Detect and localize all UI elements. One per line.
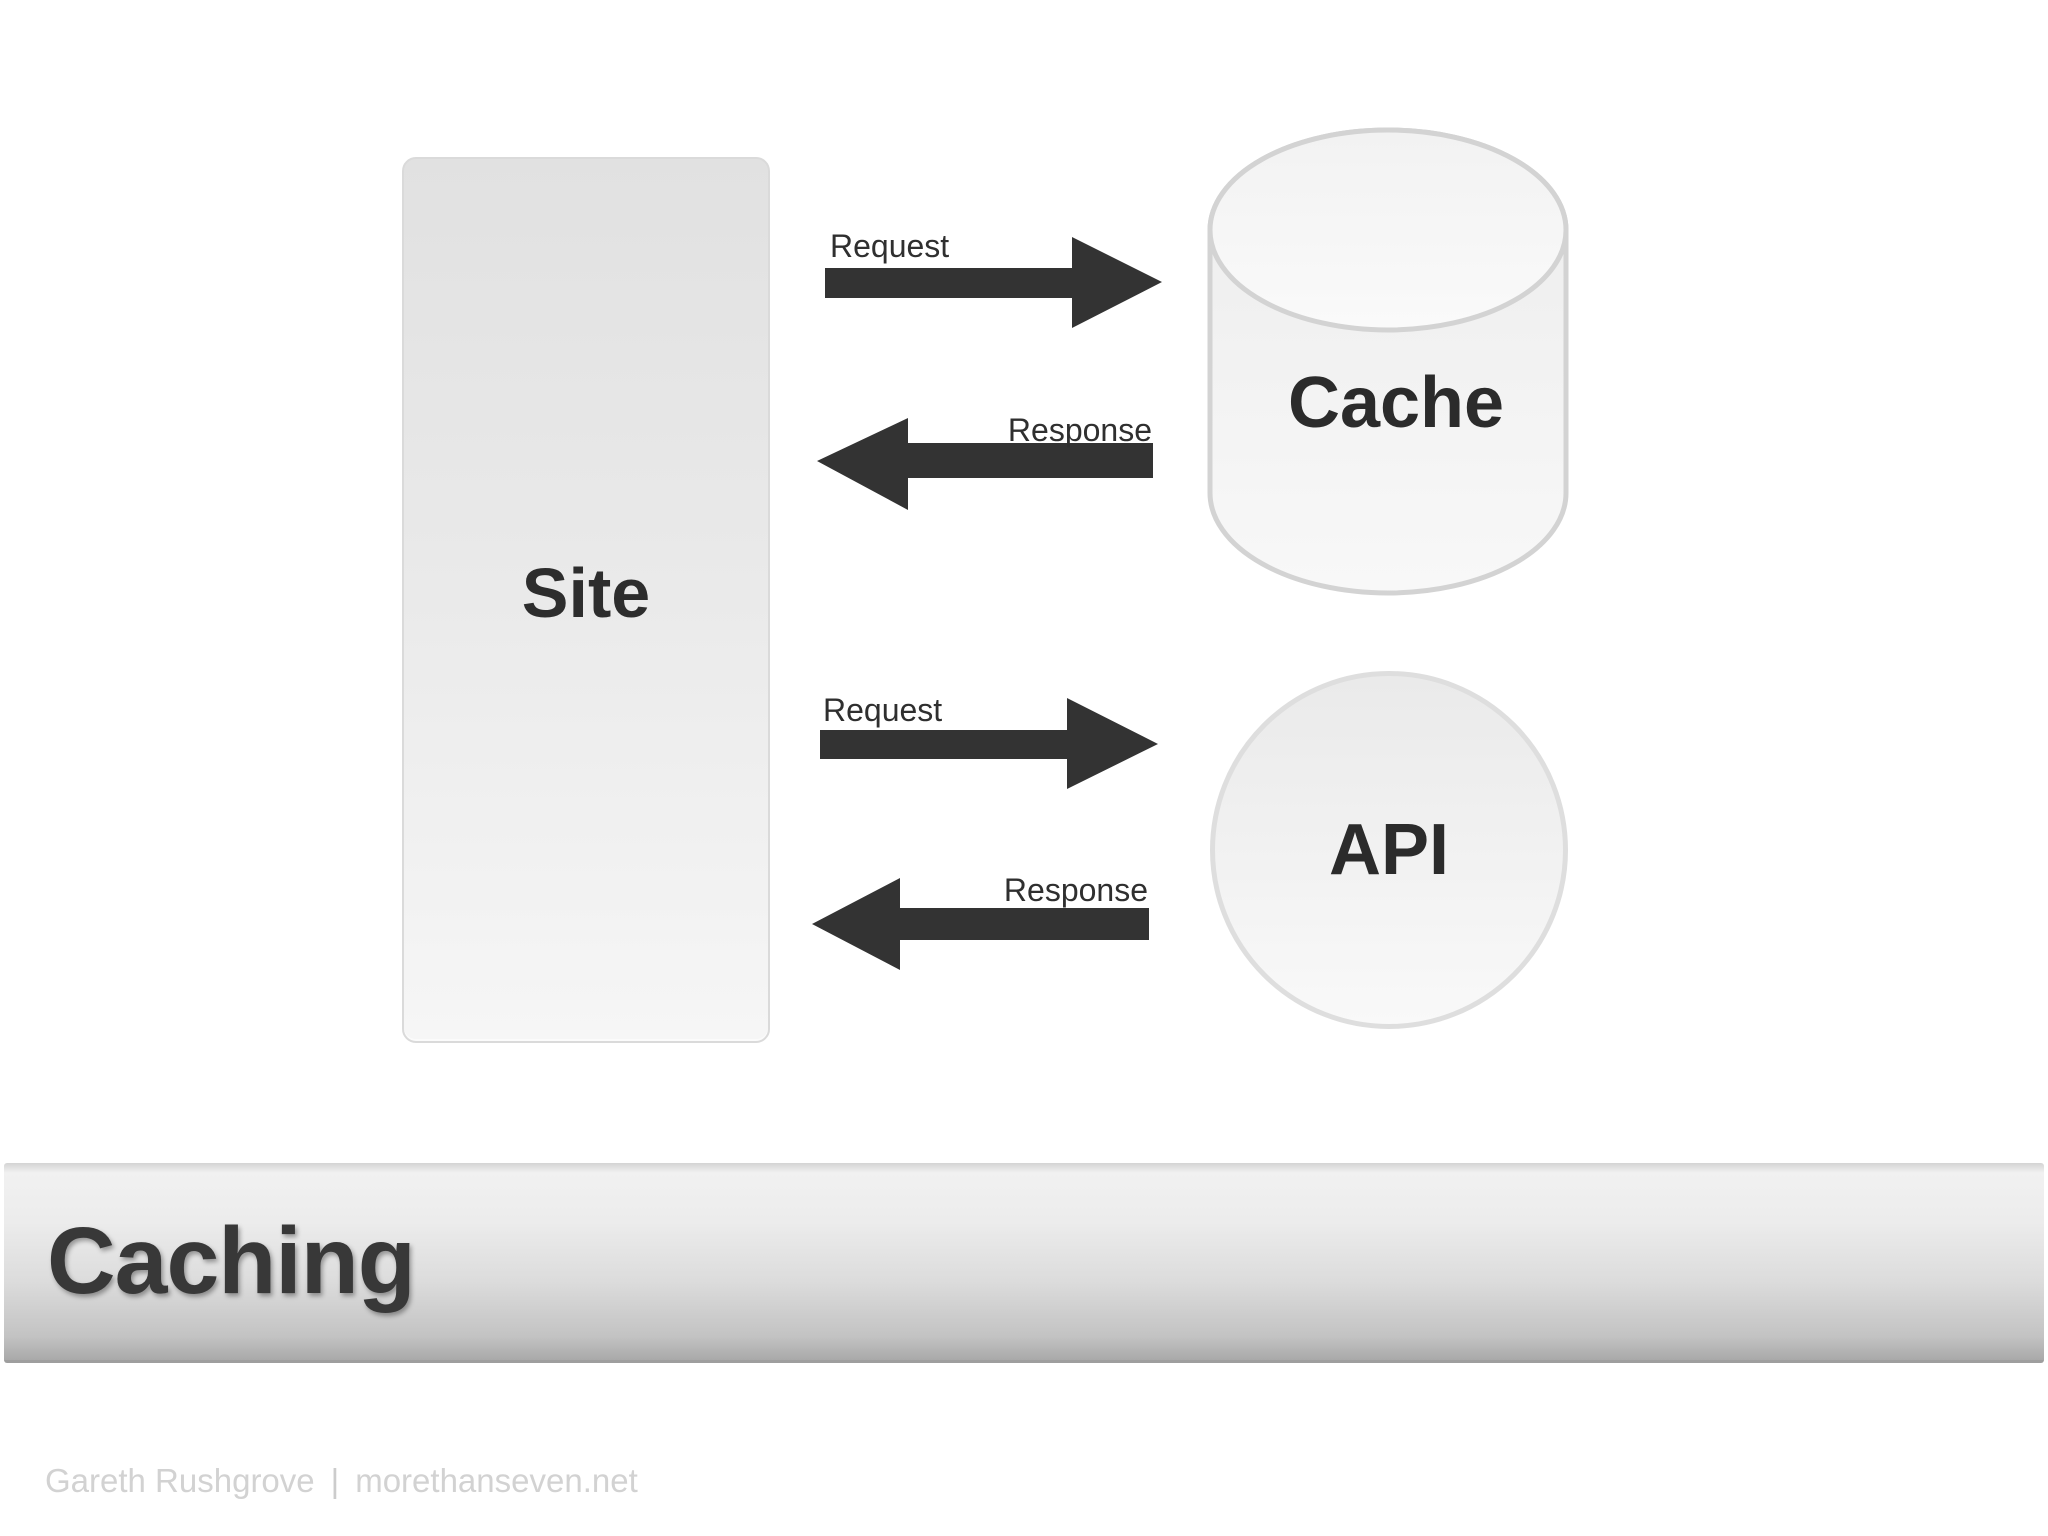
title-bar: Caching — [4, 1163, 2044, 1363]
database-cylinder-icon — [1207, 127, 1569, 596]
response-label-api: Response — [1003, 872, 1148, 908]
footer-author: Gareth Rushgrove — [45, 1462, 315, 1499]
cylinder-top-ellipse — [1207, 127, 1569, 333]
slide-title: Caching — [47, 1208, 416, 1314]
footer-separator: | — [330, 1462, 340, 1499]
site-node: Site — [402, 157, 770, 1043]
response-label-cache: Response — [1007, 412, 1152, 448]
footer: Gareth Rushgrove | morethanseven.net — [45, 1462, 638, 1500]
cache-label: Cache — [1287, 363, 1505, 443]
footer-site: morethanseven.net — [355, 1462, 638, 1499]
site-label: Site — [521, 554, 651, 632]
api-node: API — [1210, 671, 1568, 1029]
request-label-api: Request — [823, 692, 943, 728]
api-label: API — [1328, 810, 1450, 890]
request-label-cache: Request — [830, 228, 950, 264]
